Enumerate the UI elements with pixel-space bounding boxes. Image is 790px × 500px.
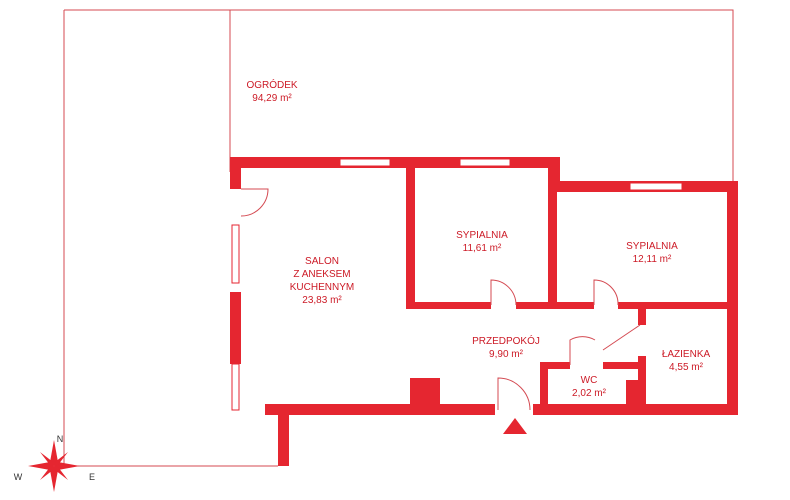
- room-labels: OGRÓDEK 94,29 m² SALON Z ANEKSEM KUCHENNYM 23…: [246, 78, 710, 399]
- room-label-sypialnia-2-name: SYPIALNIA: [626, 241, 678, 252]
- walls: [230, 157, 738, 466]
- door-swing: [240, 188, 269, 217]
- compass-north-label: N: [57, 434, 64, 444]
- door-swing: [490, 279, 517, 306]
- door-swing: [497, 377, 531, 411]
- doors: [240, 188, 641, 411]
- window: [339, 158, 391, 167]
- room-label-przedpokoj-area: 9,90 m²: [489, 349, 524, 360]
- room-label-ogrodek-name: OGRÓDEK: [246, 78, 297, 91]
- wall: [638, 309, 646, 325]
- wall: [618, 302, 733, 309]
- wall: [265, 404, 495, 415]
- room-label-salon-name: SALON: [305, 256, 339, 267]
- room-label-lazienka-area: 4,55 m²: [669, 362, 704, 373]
- wall: [406, 168, 415, 308]
- wall: [638, 356, 646, 406]
- garden-outline-lower: [63, 10, 278, 467]
- window: [231, 363, 240, 411]
- room-label-ogrodek-area: 94,29 m²: [252, 93, 292, 104]
- wall: [230, 157, 560, 168]
- door-swing: [602, 324, 641, 351]
- room-label-przedpokoj-name: PRZEDPOKÓJ: [472, 334, 540, 347]
- compass-west-label: W: [14, 472, 23, 482]
- window: [231, 224, 240, 284]
- wall: [548, 168, 557, 309]
- wall: [230, 292, 241, 364]
- wall: [727, 181, 738, 410]
- room-label-salon-area: 23,83 m²: [302, 295, 342, 306]
- window: [629, 182, 683, 191]
- wall: [540, 362, 570, 369]
- room-label-sypialnia-1-name: SYPIALNIA: [456, 230, 508, 241]
- wall: [406, 302, 491, 309]
- room-label-salon-name: KUCHENNYM: [290, 282, 354, 293]
- wall: [540, 362, 548, 408]
- pillar: [410, 378, 440, 408]
- door-swing: [569, 336, 596, 365]
- room-label-salon-name: Z ANEKSEM: [293, 269, 350, 280]
- wall: [230, 157, 241, 189]
- compass-east-label: E: [89, 472, 95, 482]
- entrance-triangle-icon: [503, 418, 527, 434]
- wall: [626, 380, 638, 406]
- garden-outline: [229, 9, 734, 188]
- windows: [231, 158, 683, 411]
- room-label-sypialnia-1-area: 11,61 m²: [463, 243, 502, 254]
- room-label-wc-area: 2,02 m²: [572, 388, 607, 399]
- door-swing: [593, 279, 619, 306]
- wall: [278, 404, 289, 466]
- compass-rose-icon: N W E: [14, 434, 95, 492]
- room-label-lazienka-name: ŁAZIENKA: [662, 349, 711, 360]
- wall: [603, 362, 643, 369]
- wall: [533, 404, 738, 415]
- room-label-wc-name: WC: [581, 375, 598, 386]
- room-label-sypialnia-2-area: 12,11 m²: [633, 254, 672, 265]
- window: [459, 158, 511, 167]
